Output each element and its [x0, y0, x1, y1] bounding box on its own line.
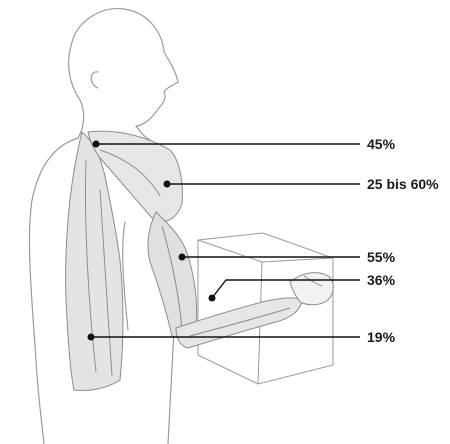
callout-label-lower-upper-arm: 55%: [367, 249, 396, 265]
callout-dot: [164, 181, 171, 188]
callout-dot: [93, 141, 100, 148]
callout-label-back: 19%: [367, 329, 396, 345]
callout-label-shoulder: 45%: [367, 136, 396, 152]
callout-label-upper-arm: 25 bis 60%: [367, 176, 439, 192]
callout-upper-arm: 25 bis 60%: [164, 176, 440, 192]
callout-dot: [88, 334, 95, 341]
callout-dot: [209, 295, 216, 302]
callout-label-forearm: 36%: [367, 272, 396, 288]
callout-dot: [179, 254, 186, 261]
